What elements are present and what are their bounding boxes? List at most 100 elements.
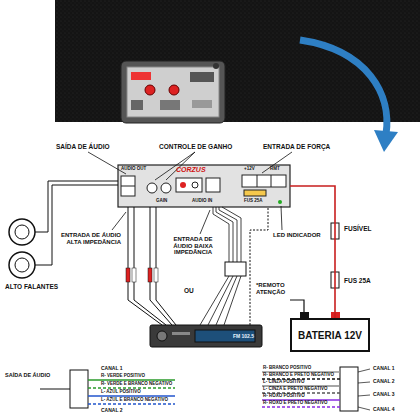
harness-socket [206, 178, 220, 192]
panel-marking: RMT [270, 167, 280, 172]
speaker [9, 219, 35, 245]
box-label: BATERIA 12V [298, 330, 362, 341]
callout-label: ENTRADA DE FORÇA [262, 143, 331, 150]
leader-line [358, 407, 370, 410]
fuse [244, 190, 266, 196]
gain-knob [161, 183, 171, 193]
callout-label: FUS 25A [343, 277, 372, 284]
wire [88, 395, 175, 396]
panel-marking: AUDIO OUT [121, 167, 146, 172]
panel-marking: +12V [244, 167, 255, 172]
remote-wire [250, 207, 268, 325]
amp-panel [127, 67, 219, 117]
rca-jack [180, 182, 186, 188]
terminal [131, 100, 143, 110]
speaker [9, 252, 35, 278]
wire [88, 387, 175, 388]
wire-label: R- BRANCO POSITIVO [262, 366, 312, 371]
leader-line [358, 369, 370, 372]
radio-knob [157, 331, 167, 341]
power-wire [290, 186, 335, 318]
car-radio: FM 102.5 [150, 325, 262, 347]
wire-label: R- VERDE E BRANCO NEGATIVO [100, 382, 173, 387]
battery-box: BATERIA 12V [290, 318, 370, 352]
power-terminal [242, 175, 286, 187]
leader-line [358, 382, 370, 383]
fuse [192, 100, 212, 108]
callout-label: SAÍDA DE ÁUDIO [55, 143, 111, 150]
callout-label: LED INDICADOR [272, 232, 322, 239]
speaker-wire [35, 185, 118, 265]
rca-cables [128, 207, 176, 325]
wire-label: L- CINZA POSITIVO [262, 380, 306, 385]
wire-label: R- VERDE POSITIVO [100, 374, 146, 379]
terminal-divider [271, 175, 272, 187]
callout-label: CONTROLE DE GANHO [158, 143, 233, 150]
wire-label: R- BRANCO E PRETO NEGATIVO [262, 373, 335, 378]
radio-display [195, 330, 255, 342]
callout-label: *REMOTO ATENÇÃO [255, 282, 295, 295]
wire-label: CANAL 2 [100, 408, 124, 413]
wire-label: CANAL 1 [100, 366, 124, 371]
subwoofer-box [55, 0, 420, 122]
pointer-arrow [300, 40, 387, 134]
callout-label: FUSÍVEL [343, 225, 372, 232]
harness-connector [225, 262, 246, 276]
logo-patch [131, 72, 151, 80]
wire-label: CANAL 1 [372, 366, 396, 371]
panel-marking: CORZUS [176, 166, 206, 173]
wire-label: SAÍDA DE ÁUDIO [4, 372, 51, 378]
terminal-divider [257, 175, 258, 187]
cd-slot [172, 332, 190, 335]
amplifier-module: CORZUS AUDIO OUT GAIN AUDIO IN +12V RMT FUS 25… [118, 165, 290, 207]
box-label: FM 102.5 [233, 334, 254, 339]
speaker-cone [15, 225, 29, 239]
amp-plate [121, 61, 225, 123]
plug-lead [40, 389, 70, 390]
gain-knob [169, 85, 179, 95]
wire-label: R- ROXO E PRETO NEGATIVO [262, 401, 329, 406]
wire-label: L- AZUL POSITIVO [100, 390, 142, 395]
panel-marking: FUS 25A [244, 199, 263, 204]
arrow-head [374, 130, 398, 152]
led [278, 200, 282, 204]
input-plug [340, 367, 358, 411]
speaker-cone [15, 258, 29, 272]
rca-plug [154, 268, 158, 282]
rca-plug [126, 268, 130, 282]
wire-label: CANAL 3 [372, 392, 396, 397]
wire-label: CANAL 2 [372, 379, 396, 384]
callout-label: OU [183, 287, 195, 294]
gain-knob [147, 183, 157, 193]
rca-jacks [176, 178, 202, 192]
wire [262, 406, 340, 407]
rca-plug [148, 268, 152, 282]
terminal-divider [121, 186, 135, 187]
panel-marking: AUDIO IN [192, 199, 212, 204]
wire [88, 379, 175, 380]
wire-label: L- CINZA E PRETO NEGATIVO [262, 387, 328, 392]
rca-jack [192, 182, 198, 188]
callout-label: ALTO FALANTES [4, 283, 59, 290]
leader-line [112, 212, 126, 230]
gain-knob [145, 85, 155, 95]
leader-line [262, 152, 292, 173]
callout-label: ENTRADA DE ÁUDIO ALTA IMPEDÂNCIA [54, 232, 122, 245]
leader-line [281, 206, 282, 230]
rca-jacks [160, 100, 180, 110]
power-terminal [190, 72, 214, 82]
wire-label: R- ROXO POSITIVO [262, 394, 306, 399]
screw [213, 63, 219, 69]
leader-line [358, 395, 370, 396]
leader-line [200, 210, 210, 234]
wire-label: L- AZUL E BRANCO NEGATIVO [100, 398, 169, 403]
speaker-wire [35, 181, 118, 232]
rca-plug [132, 268, 136, 282]
callout-label: ENTRADA DE ÁUDIO BAIXA IMPEDÂNCIA [162, 236, 224, 256]
panel-marking: GAIN [156, 199, 167, 204]
wire [88, 403, 175, 404]
wire-label: CANAL 4 [372, 407, 396, 412]
car-radio [150, 325, 262, 347]
